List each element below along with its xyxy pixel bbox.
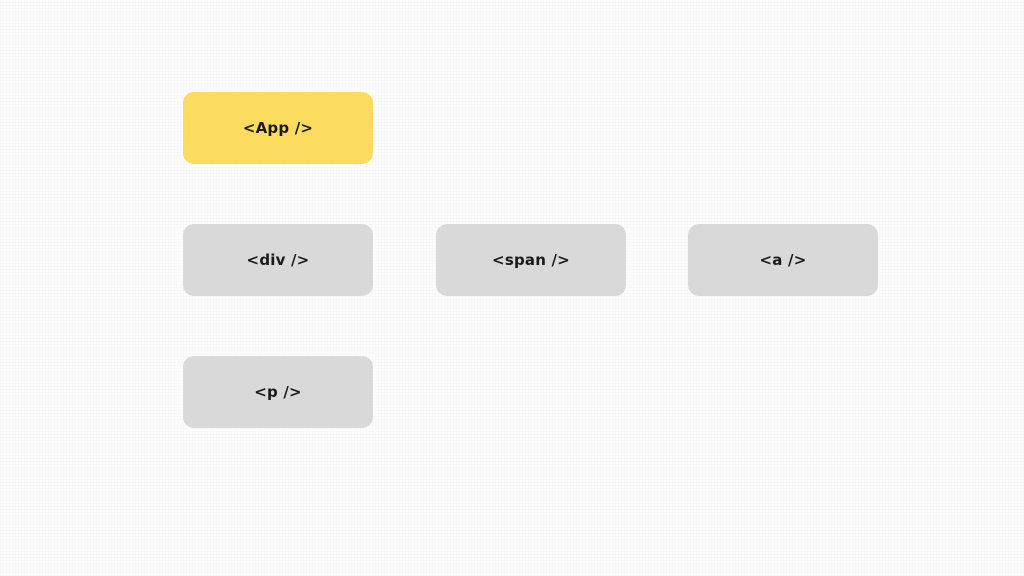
node-app-label: <App /> <box>242 118 314 137</box>
node-div[interactable]: <div /> <box>183 224 373 296</box>
node-app[interactable]: <App /> <box>183 92 373 164</box>
node-div-label: <div /> <box>246 250 310 269</box>
node-span[interactable]: <span /> <box>436 224 626 296</box>
node-p[interactable]: <p /> <box>183 356 373 428</box>
node-a-label: <a /> <box>759 250 807 269</box>
node-span-label: <span /> <box>492 250 570 269</box>
node-p-label: <p /> <box>254 382 302 401</box>
node-a[interactable]: <a /> <box>688 224 878 296</box>
